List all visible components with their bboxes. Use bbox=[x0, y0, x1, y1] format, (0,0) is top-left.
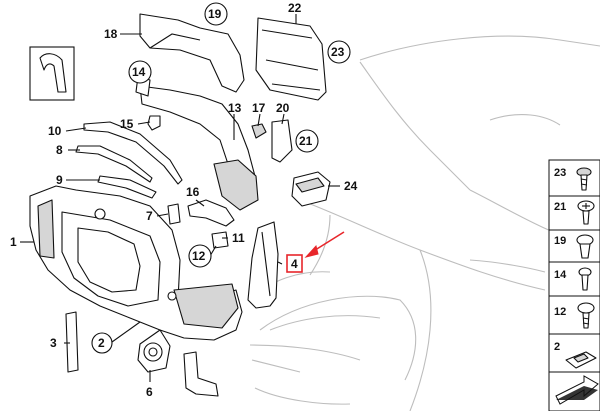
legend-label-23: 23 bbox=[554, 167, 566, 179]
direction-arrow-icon bbox=[555, 375, 599, 405]
part-1-front-carrier bbox=[29, 185, 243, 341]
part-5-strip bbox=[183, 351, 219, 397]
part-17-bracket bbox=[251, 123, 267, 139]
callout-19: 19 bbox=[208, 7, 222, 21]
part-4-side-bracket bbox=[247, 221, 279, 309]
callout-13: 13 bbox=[228, 101, 242, 115]
callout-8: 8 bbox=[56, 143, 63, 157]
part-16-duct bbox=[187, 199, 235, 227]
screw-icon bbox=[576, 167, 592, 191]
cross-screw-icon bbox=[577, 200, 595, 225]
callout-22: 22 bbox=[288, 1, 302, 15]
part-15-fastener bbox=[147, 115, 161, 131]
legend-label-21: 21 bbox=[554, 201, 566, 213]
callout-24: 24 bbox=[344, 179, 358, 193]
callout-4-highlight-box bbox=[286, 254, 303, 273]
part-6-horn bbox=[137, 329, 171, 373]
callout-11: 11 bbox=[232, 231, 245, 245]
part-18-bulkhead bbox=[139, 13, 245, 93]
part-3-strip bbox=[65, 311, 79, 373]
callout-2: 2 bbox=[98, 336, 105, 350]
push-rivet-icon bbox=[578, 267, 592, 291]
callout-15: 15 bbox=[120, 117, 134, 131]
callout-1: 1 bbox=[10, 235, 17, 249]
callout-3: 3 bbox=[50, 336, 57, 350]
part-7-bracket bbox=[167, 203, 181, 225]
legend-label-12: 12 bbox=[554, 306, 566, 318]
callout-12: 12 bbox=[192, 249, 206, 263]
part-8-strip bbox=[75, 145, 153, 183]
callout-7: 7 bbox=[146, 209, 153, 223]
leader-lines bbox=[20, 14, 340, 382]
legend-frame bbox=[548, 159, 600, 411]
legend-label-2: 2 bbox=[554, 341, 560, 353]
expanding-rivet-icon bbox=[576, 234, 594, 259]
detail-inset bbox=[29, 46, 75, 101]
callout-9: 9 bbox=[56, 173, 63, 187]
callout-16: 16 bbox=[186, 185, 200, 199]
callout-18: 18 bbox=[104, 27, 118, 41]
callout-labels: 1 2 3 4 6 7 8 9 10 11 12 13 14 15 16 17 … bbox=[10, 1, 358, 399]
callout-17: 17 bbox=[252, 101, 266, 115]
part-22-bracket bbox=[255, 17, 327, 101]
highlight-arrow bbox=[304, 231, 345, 258]
callout-21: 21 bbox=[299, 134, 313, 148]
fastener-legend: 23 21 19 14 12 bbox=[548, 159, 600, 411]
clip-nut-icon bbox=[565, 351, 597, 369]
part-20-bracket bbox=[271, 119, 293, 163]
part-11-bracket bbox=[211, 231, 229, 249]
part-9-strip bbox=[97, 175, 157, 199]
callout-23: 23 bbox=[331, 45, 345, 59]
callout-14: 14 bbox=[132, 65, 146, 79]
callout-6: 6 bbox=[146, 385, 153, 399]
callout-10: 10 bbox=[48, 124, 62, 138]
bolt-icon bbox=[577, 302, 595, 329]
part-10-seal bbox=[83, 121, 183, 185]
legend-label-19: 19 bbox=[554, 235, 566, 247]
callout-4: 4 bbox=[291, 257, 298, 271]
callout-20: 20 bbox=[276, 101, 290, 115]
legend-label-14: 14 bbox=[554, 269, 567, 281]
